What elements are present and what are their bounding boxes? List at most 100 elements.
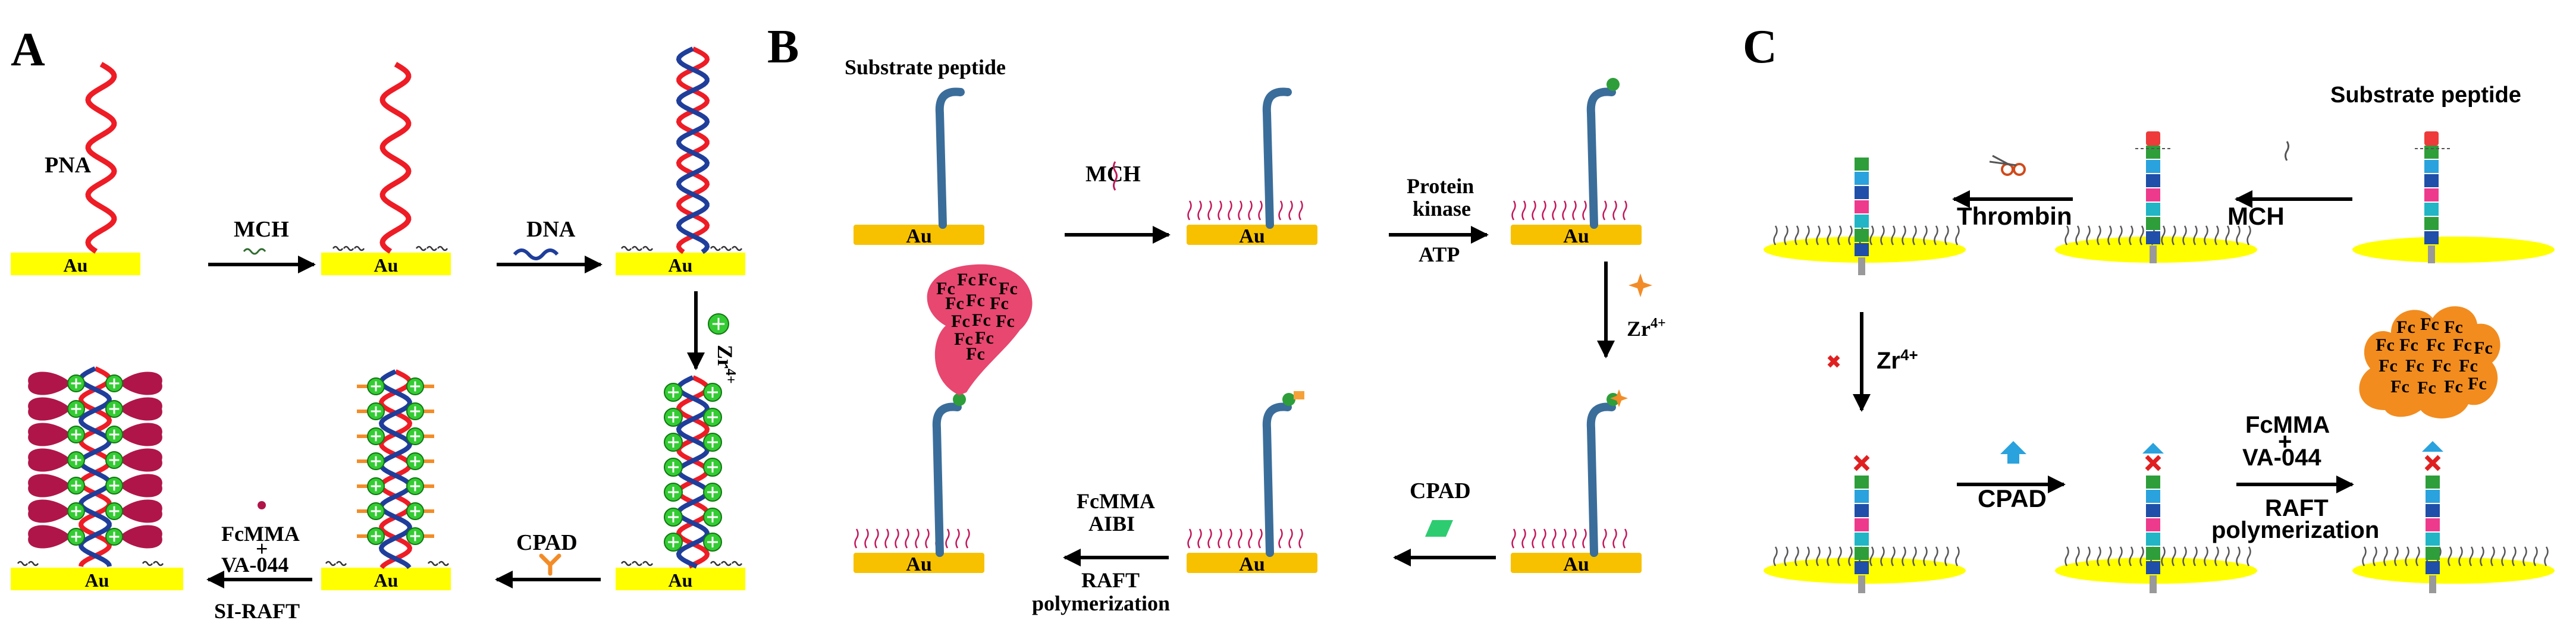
plus-sign-icon — [707, 387, 718, 398]
mch-layer — [1248, 200, 1253, 221]
peptide-segment — [2424, 231, 2439, 244]
gold-surface — [11, 253, 140, 275]
mch-layer — [1912, 225, 1917, 245]
zr-cross-icon — [2145, 455, 2161, 471]
cpad-arrow-icon — [2000, 441, 2026, 464]
dna-strand — [378, 369, 413, 569]
raft-label-b: RAFT — [1081, 568, 1140, 592]
scissors-icon — [1989, 155, 2017, 166]
mch-layer — [426, 245, 438, 251]
mch-layer — [631, 561, 643, 566]
mch-layer — [1602, 528, 1607, 549]
fc-label: Fc — [972, 310, 991, 330]
mch-layer — [2246, 546, 2251, 566]
polymer-brush — [119, 448, 162, 472]
mch-layer — [1562, 528, 1567, 549]
mch-layer — [415, 245, 427, 251]
mch-layer — [1902, 546, 1906, 566]
polymer-brush — [28, 423, 71, 446]
peptide-segment — [2426, 561, 2440, 574]
peptide-segment — [2426, 547, 2440, 560]
zr-cross-icon — [1853, 455, 1870, 471]
mch-layer — [1612, 200, 1617, 221]
mch-layer — [1258, 528, 1263, 549]
polymer-brush — [28, 397, 71, 421]
plus-sign-icon — [707, 437, 718, 448]
mch-layer — [2236, 546, 2241, 566]
mch-layer — [1869, 225, 1874, 245]
mch-layer — [1827, 546, 1831, 566]
peptide-segment — [2426, 476, 2440, 489]
cpad-arrow-icon — [2422, 441, 2443, 452]
mch-layer — [854, 528, 859, 549]
mch-layer — [874, 528, 879, 549]
phosphate-dot — [953, 393, 966, 406]
polymer-brush — [28, 371, 71, 395]
mch-layer — [1511, 200, 1516, 221]
peptide-segment — [2424, 188, 2439, 201]
thrombin-label: Thrombin — [1957, 202, 2072, 230]
mch-layer — [2204, 546, 2208, 566]
mch-layer — [2172, 546, 2176, 566]
mch-layer — [2373, 546, 2377, 566]
mch-layer — [1934, 546, 1938, 566]
mch-layer — [1207, 200, 1212, 221]
polymer-brush — [28, 448, 71, 472]
mch-layer — [332, 245, 344, 251]
zr-cross-icon — [2424, 455, 2441, 471]
mch-layer — [325, 561, 337, 566]
zr-star-icon — [1610, 389, 1628, 407]
peptide-head — [2424, 131, 2439, 146]
peptide-linker — [1858, 257, 1865, 275]
fc-label: Fc — [2396, 317, 2415, 337]
mch-layer — [631, 245, 643, 251]
mch-layer — [2405, 546, 2409, 566]
fc-label: Fc — [2390, 377, 2409, 396]
mch-layer — [1298, 200, 1303, 221]
panel-label-c: C — [1743, 21, 1777, 73]
mch-layer — [1187, 200, 1192, 221]
peptide-linker — [1858, 575, 1865, 593]
mch-layer — [427, 561, 439, 566]
pna-label: PNA — [45, 153, 92, 178]
mch-layer — [1238, 528, 1242, 549]
mch-layer — [2193, 546, 2198, 566]
va044-label-c: VA-044 — [2242, 445, 2321, 471]
peptide-segment — [1855, 504, 1869, 517]
peptide-linker — [2150, 575, 2157, 593]
mch-layer — [2448, 546, 2452, 566]
fc-label: Fc — [2405, 356, 2424, 376]
plus-sign-icon — [707, 487, 718, 498]
mch-layer — [1298, 528, 1303, 549]
pna-strand — [676, 46, 710, 254]
mch-layer — [1612, 528, 1617, 549]
fc-label: Fc — [2420, 314, 2439, 334]
plus-sign-icon — [707, 462, 718, 473]
pna-strand — [378, 369, 413, 569]
surface-label-au: Au — [85, 569, 109, 591]
mch-layer — [2544, 546, 2549, 566]
mch-layer — [2225, 225, 2230, 245]
fcmma-dot-icon — [258, 501, 266, 509]
plus-label-a: + — [256, 537, 268, 561]
fc-label: Fc — [2426, 335, 2445, 355]
cpad-mark — [1294, 391, 1304, 399]
mch-layer — [2383, 546, 2388, 566]
mch-layer — [945, 528, 950, 549]
mch-layer — [2118, 546, 2123, 566]
gold-surface — [2352, 237, 2555, 263]
plus-sign-icon — [371, 381, 381, 392]
phosphate-dot — [1607, 78, 1620, 91]
mch-layer — [1773, 225, 1778, 245]
mch-layer — [2490, 546, 2495, 566]
plus-sign-icon — [71, 506, 81, 517]
peptide-segment — [2146, 518, 2160, 531]
fc-label: Fc — [2417, 378, 2436, 398]
substrate-peptide — [932, 402, 962, 557]
surface-label-au: Au — [374, 569, 399, 591]
mch-layer — [1572, 528, 1577, 549]
mch-layer — [1880, 225, 1885, 245]
peptide-segment — [2146, 547, 2160, 560]
peptide-segment — [2424, 174, 2439, 187]
peptide-segment — [2426, 504, 2440, 517]
